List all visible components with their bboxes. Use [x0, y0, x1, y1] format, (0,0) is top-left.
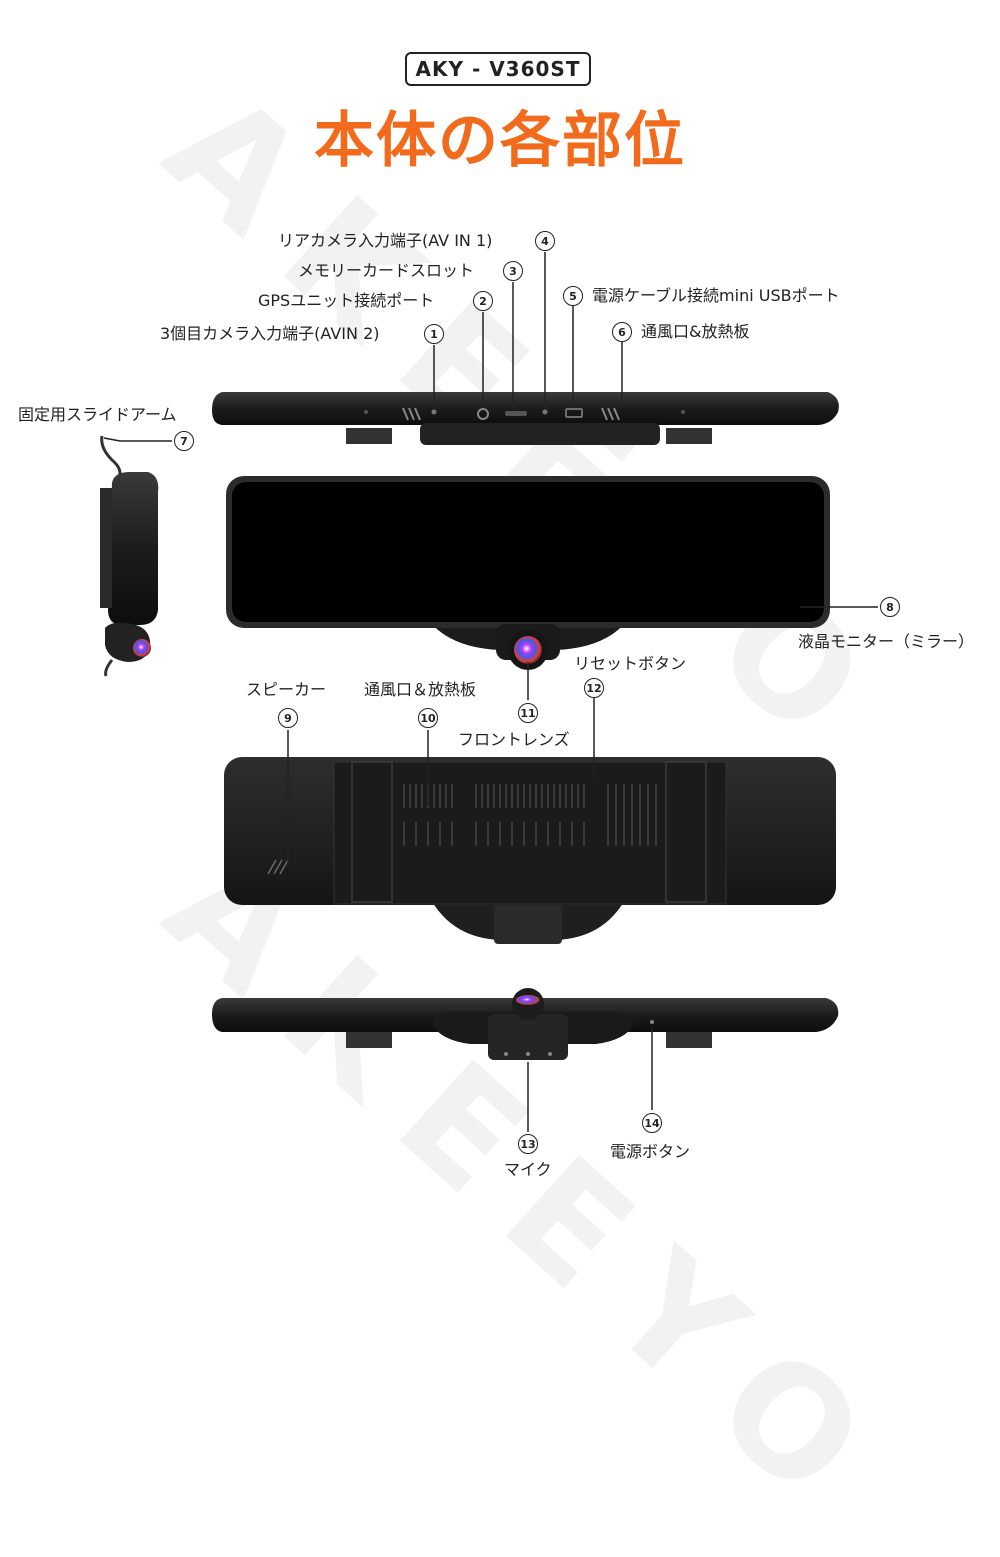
label-power-button: 電源ボタン	[610, 1142, 691, 1161]
device-bottom-view	[212, 988, 839, 1060]
label-lcd-monitor: 液晶モニター（ミラー）	[798, 632, 975, 651]
label-gps-port: GPSユニット接続ポート	[258, 291, 435, 310]
label-rear-camera-input: リアカメラ入力端子(AV IN 1)	[278, 231, 493, 250]
callout-1: 1	[424, 324, 444, 344]
label-vent-heatsink-back: 通風口＆放熱板	[364, 680, 477, 699]
callout-5: 5	[563, 286, 583, 306]
callout-8: 8	[880, 597, 900, 617]
device-back-view	[224, 757, 836, 944]
device-front-view	[226, 476, 830, 670]
label-microphone: マイク	[504, 1160, 552, 1179]
device-side-view	[100, 435, 159, 677]
callout-12: 12	[584, 678, 604, 698]
label-reset-button: リセットボタン	[574, 654, 687, 673]
model-badge: AKY - V360ST	[405, 52, 591, 86]
label-memory-card-slot: メモリーカードスロット	[298, 261, 475, 280]
label-third-camera-input: 3個目カメラ入力端子(AVIN 2)	[160, 324, 380, 343]
callout-4: 4	[535, 231, 555, 251]
callout-6: 6	[612, 322, 632, 342]
label-mini-usb-port: 電源ケーブル接続mini USBポート	[592, 286, 840, 305]
callout-14: 14	[642, 1113, 662, 1133]
label-slide-arm: 固定用スライドアーム	[18, 405, 177, 424]
callout-3: 3	[503, 261, 523, 281]
callout-10: 10	[418, 708, 438, 728]
page-title: 本体の各部位	[314, 106, 686, 176]
label-speaker: スピーカー	[246, 680, 327, 699]
leader-lines	[103, 252, 878, 1132]
callout-13: 13	[518, 1134, 538, 1154]
device-top-view	[212, 392, 839, 445]
label-front-lens: フロントレンズ	[458, 730, 570, 749]
device-illustrations	[100, 252, 878, 1132]
label-vent-heatsink-top: 通風口&放熱板	[641, 322, 750, 341]
callout-11: 11	[518, 703, 538, 723]
callout-2: 2	[473, 291, 493, 311]
callout-7: 7	[174, 431, 194, 451]
callout-9: 9	[278, 708, 298, 728]
